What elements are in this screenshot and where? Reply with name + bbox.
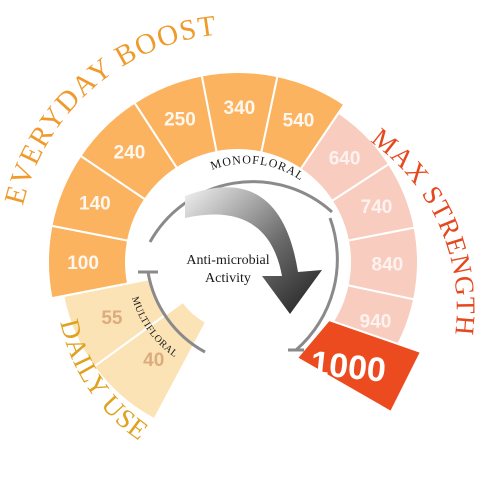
dial-value-40: 40 [143, 350, 164, 371]
dial-value-250: 250 [164, 109, 196, 130]
dial-value-540: 540 [283, 110, 315, 131]
dial-segment-540 [260, 74, 346, 171]
monofloral-arc-tail [295, 217, 339, 352]
dial-values: 40 55 100 140 240 250 340 540 640 740 840 940 [67, 98, 403, 371]
max-value-badge: 1000 [295, 318, 423, 414]
center-title-line2: Activity [205, 271, 251, 286]
dial-value-640: 640 [329, 148, 361, 169]
activity-arrow [185, 187, 322, 314]
max-value-badge-shape [295, 318, 423, 414]
dial-value-940: 940 [360, 311, 392, 332]
dial-value-140: 140 [79, 194, 111, 215]
dial-value-55: 55 [101, 308, 123, 329]
dial-value-100: 100 [67, 253, 99, 274]
dial-value-240: 240 [114, 143, 146, 164]
dial-segments [47, 71, 419, 421]
monofloral-arc [148, 180, 334, 243]
dial-value-740: 740 [361, 197, 393, 218]
dial-value-840: 840 [372, 254, 404, 275]
max-value-label: 1000 [309, 344, 388, 390]
center-title-line1: Anti-microbial [186, 253, 269, 268]
multifloral-arc [146, 271, 206, 354]
dial-value-340: 340 [224, 98, 256, 119]
